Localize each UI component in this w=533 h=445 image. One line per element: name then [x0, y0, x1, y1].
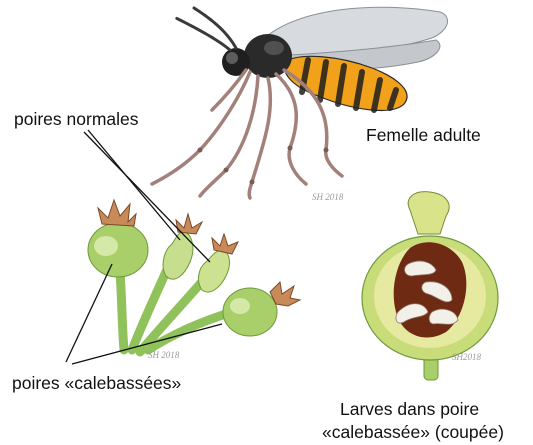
gourd-pear-left-highlight [94, 236, 118, 256]
fly-eye [226, 52, 238, 64]
label-normal-pears: poires normales [14, 108, 139, 130]
normal-pear-2 [199, 250, 230, 292]
cut-pear-signature: SH2018 [452, 352, 481, 362]
gourd-pear-right-highlight [230, 298, 250, 314]
gourd-pear-right [223, 288, 277, 336]
label-larvae-line2: «calebassée» (coupée) [322, 421, 504, 443]
pointer-gourd-1 [66, 264, 112, 362]
pears-signature: SH 2018 [148, 350, 180, 360]
fly-antenna-right [194, 8, 236, 48]
pointer-gourd-2 [72, 324, 222, 364]
cut-gourd-pear: SH2018 [362, 192, 498, 380]
fly-thorax-shine [264, 41, 284, 55]
cut-pear-neck [408, 192, 449, 234]
adult-female-fly: SH 2018 [152, 7, 448, 202]
pear-cluster: SH 2018 [88, 200, 300, 360]
normal-pear-2-calyx [212, 234, 238, 254]
fly-signature: SH 2018 [312, 192, 344, 202]
label-gourd-pears: poires «calebassées» [12, 372, 181, 394]
label-adult-female: Femelle adulte [366, 124, 481, 146]
label-larvae-line1: Larves dans poire [340, 398, 479, 420]
fly-antenna-left [176, 18, 230, 50]
gourd-pear-left-calyx [98, 200, 136, 226]
